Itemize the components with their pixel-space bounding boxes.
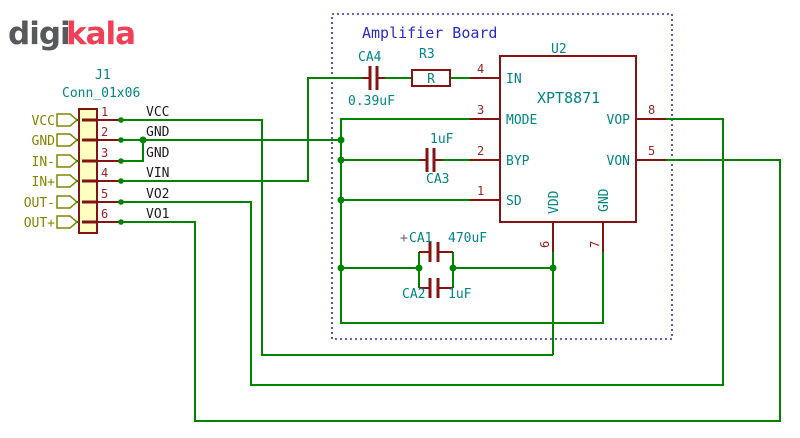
pin-name-byp: BYP xyxy=(506,154,530,169)
hier-label-shape xyxy=(56,133,79,147)
connector-value: Conn_01x06 xyxy=(62,86,140,101)
ca3-value: 1uF xyxy=(430,132,454,147)
pin-number-vdd: 6 xyxy=(538,241,552,248)
ca2-ref: CA2 xyxy=(402,287,425,302)
logo-digi: digi xyxy=(8,16,70,52)
wire-vin xyxy=(121,77,362,182)
wires xyxy=(121,77,781,422)
wire-vcc xyxy=(121,119,553,356)
hier-label-shape xyxy=(56,195,79,209)
pin-number: 4 xyxy=(101,166,108,180)
pin-junction-dot xyxy=(118,117,124,123)
connector-j1: J1 Conn_01x06 1 VCC VCC 2 GND GND 3 GND … xyxy=(24,68,170,234)
junction-dot xyxy=(415,264,423,272)
wire-vop-vo2 xyxy=(121,118,724,386)
net-label-vin: VIN xyxy=(146,166,169,181)
hier-label-shape xyxy=(56,154,79,168)
pin-number-sd: 1 xyxy=(477,184,484,198)
net-label-vcc: VCC xyxy=(146,105,169,120)
ca1-ref: CA1 xyxy=(409,231,432,246)
wire-gnd-link xyxy=(121,140,144,162)
amplifier-board-outline xyxy=(331,13,673,340)
ic-u2: U2 XPT8871 4 IN 3 MODE 2 BYP 1 SD 8 VOP … xyxy=(470,42,666,252)
pin-number: 5 xyxy=(101,187,108,201)
junction-dot xyxy=(139,136,147,144)
hier-label-out-minus: OUT- xyxy=(24,196,55,211)
capacitor-ca4: CA4 0.39uF xyxy=(348,50,395,109)
resistor-body xyxy=(411,69,451,87)
pin-number-gnd: 7 xyxy=(588,241,602,248)
ca2-value: 1uF xyxy=(448,287,472,302)
hier-label-gnd: GND xyxy=(32,134,56,149)
amplifier-board-title: Amplifier Board xyxy=(362,24,497,42)
junction-dot xyxy=(549,264,557,272)
amplifier-board-group: Amplifier Board xyxy=(331,13,673,340)
wire-von-vo1 xyxy=(121,159,781,422)
pin-number-byp: 2 xyxy=(477,144,484,158)
pin-number: 3 xyxy=(101,146,108,160)
pin-number-von: 5 xyxy=(648,144,655,158)
ca1-value: 470uF xyxy=(448,231,487,246)
junction-dot xyxy=(337,156,345,164)
logo-kala: kala xyxy=(66,16,135,52)
capacitor-ca2: CA2 1uF xyxy=(402,278,472,302)
pin-name-sd: SD xyxy=(506,194,522,209)
ca4-value: 0.39uF xyxy=(348,94,395,109)
hier-label-in-minus: IN- xyxy=(32,155,55,170)
ic-value: XPT8871 xyxy=(537,89,600,107)
ic-body xyxy=(499,55,637,223)
junction-dot xyxy=(337,136,345,144)
capacitor-ca3: 1uF CA3 xyxy=(419,132,454,187)
pin-number-mode: 3 xyxy=(477,103,484,117)
junction-dot xyxy=(337,264,345,272)
net-label-vo2: VO2 xyxy=(146,187,169,202)
connector-ref: J1 xyxy=(95,68,111,83)
digikala-logo: digi kala xyxy=(8,16,136,52)
hier-label-shape xyxy=(56,174,79,188)
pin-name-vop: VOP xyxy=(607,113,631,128)
pin-number: 6 xyxy=(101,207,108,221)
pin-number: 2 xyxy=(101,125,108,139)
hier-label-vcc: VCC xyxy=(32,114,55,129)
pin-number-vop: 8 xyxy=(648,103,655,117)
pin-number: 1 xyxy=(101,105,108,119)
pin-junction-dot xyxy=(118,178,124,184)
ic-ref: U2 xyxy=(551,42,567,57)
r3-ref: R3 xyxy=(419,47,435,62)
junction-dot xyxy=(449,264,457,272)
hier-label-out-plus: OUT+ xyxy=(24,216,55,231)
pin-number-in: 4 xyxy=(477,62,484,76)
junctions xyxy=(139,136,557,272)
net-label-vo1: VO1 xyxy=(146,207,169,222)
capacitor-ca1: + CA1 470uF xyxy=(400,231,487,262)
wire-gnd-rail xyxy=(340,118,604,324)
pin-name-gnd: GND xyxy=(597,188,612,212)
pin-name-in: IN xyxy=(506,72,522,87)
pin-name-mode: MODE xyxy=(506,113,537,128)
pin-junction-dot xyxy=(118,158,124,164)
net-label-gnd: GND xyxy=(146,125,170,140)
ca3-ref: CA3 xyxy=(426,172,449,187)
hier-label-shape xyxy=(56,215,79,229)
pin-junction-dot xyxy=(118,137,124,143)
pin-name-vdd: VDD xyxy=(547,190,562,214)
hier-label-in-plus: IN+ xyxy=(32,175,56,190)
net-label-gnd2: GND xyxy=(146,146,170,161)
r3-value: R xyxy=(427,72,435,87)
ca1-polarity: + xyxy=(400,231,408,246)
pin-name-von: VON xyxy=(607,154,630,169)
pin-junction-dot xyxy=(118,199,124,205)
hier-label-shape xyxy=(56,113,79,127)
pin-junction-dot xyxy=(118,219,124,225)
connector-body xyxy=(78,108,98,234)
ca4-ref: CA4 xyxy=(358,50,382,65)
junction-dot xyxy=(337,196,345,204)
resistor-r3: R3 R xyxy=(411,47,451,87)
